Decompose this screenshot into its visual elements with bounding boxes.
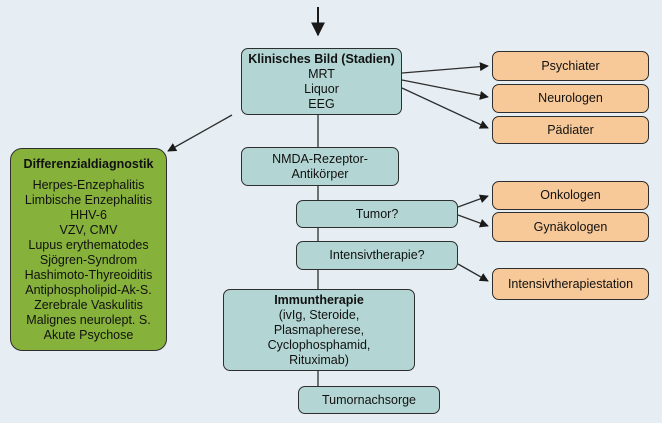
node-nmda-line: Antikörper [291,166,349,181]
arrow-to-paediater [401,87,489,129]
node-psychiater-label: Psychiater [541,58,600,73]
arrow-to-differenzialdiagnostik [167,114,233,152]
differenzialdiagnostik-item: Akute Psychose [43,327,134,342]
node-neurologen-label: Neurologen [538,91,603,105]
node-immuntherapie-line: Plasmapherese, [273,322,365,337]
node-gynaekologen-label: Gynäkologen [533,219,608,234]
node-immuntherapie-line: (ivIg, Steroide, [278,307,360,322]
node-intensivtherapie: Intensivtherapie? [296,241,458,270]
arrow-to-psychiater [401,62,489,74]
node-neurologen: Neurologen [492,84,649,113]
differenzialdiagnostik-item: Zerebrale Vaskulitis [34,297,143,312]
arrow-to-intensivtherapiestation [457,263,489,282]
node-tumornachsorge-label: Tumornachsorge [321,392,417,407]
differenzialdiagnostik-item: Limbische Enzephalitis [24,192,153,207]
node-immuntherapie-line: Rituximab) [289,352,349,367]
node-klinisches-bild: Klinisches Bild (Stadien) MRT Liquor EEG [241,48,402,115]
node-immuntherapie-title: Immuntherapie [274,292,364,307]
differenzialdiagnostik-item: HHV-6 [70,207,107,222]
node-differenzialdiagnostik: Differenzialdiagnostik Herpes-Enzephalit… [10,148,167,351]
node-psychiater: Psychiater [492,51,649,81]
node-tumor-label: Tumor? [355,206,399,221]
node-paediater: Pädiater [492,116,649,144]
node-differenzialdiagnostik-title: Differenzialdiagnostik [23,156,154,171]
node-klinisches-bild-title: Klinisches Bild (Stadien) [248,51,395,66]
arrow-to-gynaekologen [457,214,489,228]
node-klinisches-bild-line: EEG [308,96,335,111]
node-intensivtherapie-label: Intensivtherapie? [329,248,425,262]
node-onkologen-label: Onkologen [540,188,601,202]
differenzialdiagnostik-item: Sjögren-Syndrom [39,252,138,267]
arrow-to-onkologen [457,194,489,208]
node-immuntherapie: Immuntherapie (ivIg, Steroide, Plasmaphe… [223,289,415,371]
node-gynaekologen: Gynäkologen [492,212,649,242]
node-immuntherapie-line: Cyclophosphamid, [267,337,371,352]
differenzialdiagnostik-item: Hashimoto-Thyreoiditis [24,267,153,282]
node-tumor: Tumor? [296,200,458,228]
node-nmda-line: NMDA-Rezeptor- [272,151,368,166]
node-paediater-label: Pädiater [547,122,594,137]
node-klinisches-bild-line: MRT [308,66,335,81]
node-tumornachsorge: Tumornachsorge [298,386,440,414]
arrow-to-neurologen [401,79,489,100]
differenzialdiagnostik-item: Lupus erythematodes [28,237,149,252]
differenzialdiagnostik-item: Herpes-Enzephalitis [32,177,145,192]
node-nmda-rezeptor-antikoerper: NMDA-Rezeptor- Antikörper [241,147,399,186]
node-intensivtherapiestation: Intensivtherapiestation [492,268,649,300]
node-klinisches-bild-line: Liquor [304,81,339,96]
node-intensivtherapiestation-label: Intensivtherapiestation [507,276,634,291]
differenzialdiagnostik-item: Antiphospholipid-Ak-S. [25,282,152,297]
differenzialdiagnostik-item: Malignes neurolept. S. [26,312,151,327]
differenzialdiagnostik-item: VZV, CMV [59,222,118,237]
node-onkologen: Onkologen [492,181,649,210]
